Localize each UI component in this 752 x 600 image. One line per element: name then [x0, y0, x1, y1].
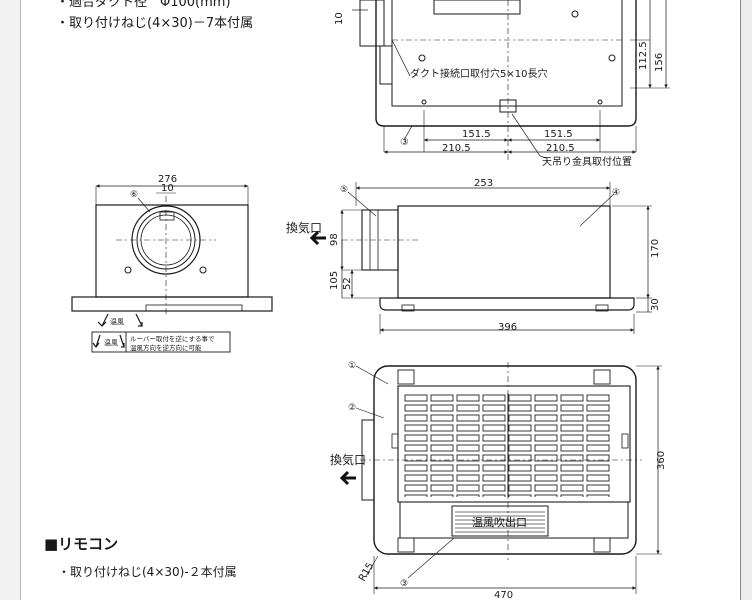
front-screw — [124, 266, 132, 274]
dim-156: 156 — [654, 53, 665, 72]
exhaust-bottom-label: 換気口 — [330, 452, 366, 467]
top-view — [352, 0, 670, 160]
remote-heading: ■リモコン — [44, 535, 119, 553]
bottom-foot — [397, 537, 415, 553]
side-panel — [379, 297, 635, 311]
dim-1125: 112.5 — [638, 41, 649, 70]
dim-98: 98 — [329, 233, 340, 246]
dim-1515-left: 151.5 — [462, 129, 491, 140]
dim-276: 276 — [158, 174, 177, 185]
bottom-clip — [621, 433, 629, 449]
callout-3-leader — [407, 537, 455, 579]
top-inner-body — [391, 0, 623, 107]
bottom-outlet-slats — [455, 510, 545, 534]
callout-2-leader — [355, 407, 385, 419]
callout-5: ⑤ — [340, 185, 348, 195]
front-body — [95, 204, 249, 298]
top-hole — [418, 54, 426, 62]
duct-hole-leader — [391, 39, 411, 77]
duct-hole-label: ダクト接続口取付穴5×10長穴 — [410, 67, 547, 80]
dim-30: 30 — [650, 298, 661, 311]
exhaust-arrow-bottom — [339, 470, 356, 486]
side-foot — [595, 304, 609, 312]
bottom-clip — [391, 433, 399, 449]
dim-253: 253 — [474, 178, 493, 189]
bottom-view — [355, 362, 662, 594]
warm-air-small-label: 温風 — [110, 317, 124, 326]
exhaust-side-label: 換気口 — [286, 220, 322, 235]
louver-note-line-1: ルーバー取付を逆にする事で — [130, 334, 215, 343]
callout-2: ② — [348, 403, 356, 413]
warm-air-arrow — [135, 313, 143, 327]
exhaust-arrow-side — [309, 230, 326, 246]
front-view — [71, 184, 273, 353]
callout-6: ⑥ — [130, 190, 138, 200]
louver-note-line-2: 温風方向を逆方向に可能 — [130, 343, 202, 352]
hanger-position-label: 天吊り金具取付位置 — [542, 155, 632, 168]
left-window-edge — [0, 0, 21, 600]
louver-box-label: 温風 — [104, 338, 118, 347]
dim-470: 470 — [494, 590, 513, 600]
hanger-leader — [511, 113, 547, 159]
callout-3-leader — [403, 125, 413, 141]
top-duct-flange — [379, 45, 393, 85]
dim-360: 360 — [656, 451, 667, 470]
duct-diameter-spec: ・適合ダクト径 Φ100(mm) — [56, 0, 231, 10]
callout-4: ④ — [612, 188, 620, 198]
callout-3-top: ③ — [400, 137, 409, 148]
dim-170: 170 — [650, 239, 661, 258]
front-screw — [199, 266, 207, 274]
top-hole — [571, 10, 579, 18]
side-view — [340, 182, 652, 334]
dim-52: 52 — [342, 277, 353, 290]
bottom-foot — [593, 369, 611, 385]
warm-air-arrow — [119, 334, 125, 348]
dim-10-front: 10 — [161, 183, 174, 194]
dim-105: 105 — [329, 271, 340, 290]
side-foot — [401, 304, 415, 312]
warm-outlet-label: 温風吹出口 — [472, 515, 527, 529]
top-hole — [597, 99, 603, 105]
top-hole — [608, 54, 616, 62]
dim-2105-right: 210.5 — [546, 143, 575, 154]
remote-screws-spec: ・取り付けねじ(4×30)-２本付属 — [58, 565, 237, 579]
right-window-edge — [740, 0, 752, 600]
callout-3-bottom: ③ — [400, 579, 408, 589]
dim-396: 396 — [498, 322, 517, 333]
front-louver — [145, 304, 243, 312]
dim-10-top: 10 — [334, 12, 345, 25]
warm-air-arrow — [92, 334, 101, 348]
r15-leader — [365, 555, 379, 577]
warm-air-arrow — [97, 313, 109, 327]
callout-1-leader — [355, 365, 389, 385]
dim-r15: R15 — [357, 561, 376, 584]
screws-spec: ・取り付けねじ(4×30)－7本付属 — [56, 16, 254, 31]
callout-5-leader — [347, 191, 377, 217]
callout-4-leader — [579, 193, 615, 227]
top-terminal-box — [433, 0, 521, 15]
callout-1: ① — [348, 361, 356, 371]
louver-note-box — [91, 331, 231, 353]
dim-1515-right: 151.5 — [544, 129, 573, 140]
top-outer-panel — [375, 0, 637, 127]
side-body — [397, 205, 611, 299]
front-duct-tab — [159, 211, 175, 221]
bottom-grille — [403, 393, 611, 497]
dim-2105-left: 210.5 — [442, 143, 471, 154]
top-hole — [421, 99, 427, 105]
bottom-outlet-area — [399, 501, 629, 539]
bottom-warm-outlet — [451, 505, 549, 537]
top-duct-adapter — [359, 0, 385, 47]
bottom-foot — [593, 537, 611, 553]
bottom-foot — [397, 369, 415, 385]
callout-6-leader — [137, 197, 151, 213]
